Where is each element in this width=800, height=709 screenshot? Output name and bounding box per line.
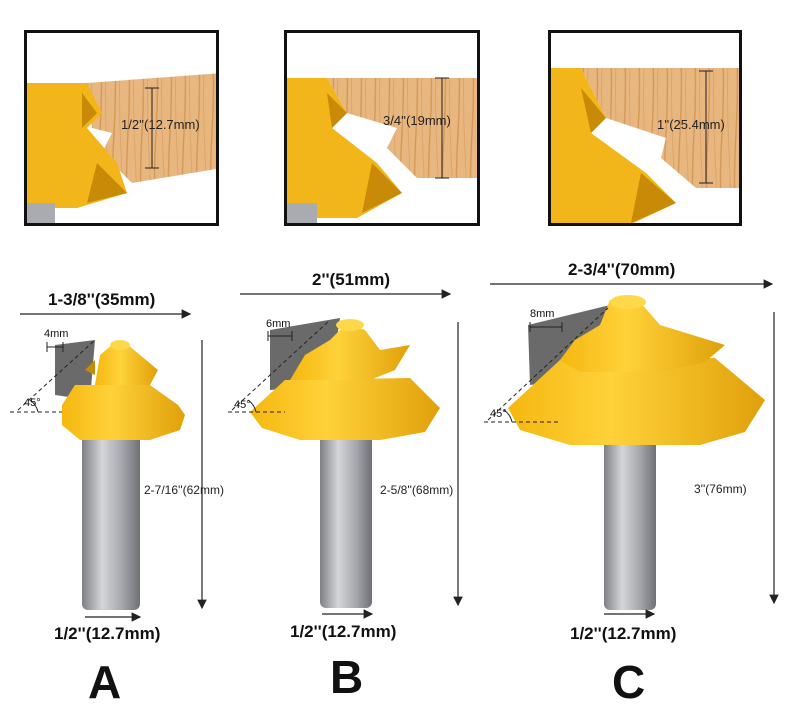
bit-c-letter: C xyxy=(612,656,646,708)
thickness-label-b: 3/4''(19mm) xyxy=(383,113,451,128)
bit-c-offset-label: 8mm xyxy=(530,308,555,320)
bit-b xyxy=(228,289,463,619)
bit-b-length-label: 2-5/8''(68mm) xyxy=(380,483,454,497)
bit-c-width-label: 2-3/4''(70mm) xyxy=(568,260,676,279)
bit-a-angle-label: 45° xyxy=(24,397,41,409)
bit-a xyxy=(10,309,207,622)
bit-c-length-label: 3''(76mm) xyxy=(694,482,747,496)
bit-b-angle-label: 45° xyxy=(234,399,251,411)
thickness-label-c: 1''(25.4mm) xyxy=(657,117,725,132)
joint-panel-b: 3/4''(19mm) xyxy=(284,30,480,226)
bit-b-offset-label: 6mm xyxy=(266,318,291,330)
bit-a-shank-label: 1/2''(12.7mm) xyxy=(54,624,161,643)
joint-illustration-b xyxy=(287,78,477,223)
joint-illustration-c xyxy=(551,68,739,223)
bit-b-width-label: 2''(51mm) xyxy=(312,270,391,289)
joint-panel-c: 1''(25.4mm) xyxy=(548,30,742,226)
bit-b-shank-label: 1/2''(12.7mm) xyxy=(290,622,397,641)
bit-b-letter: B xyxy=(330,651,364,703)
joint-panel-a: 1/2''(12.7mm) xyxy=(24,30,219,226)
bit-a-letter: A xyxy=(88,656,122,708)
bit-c-angle-label: 45° xyxy=(490,408,507,420)
bit-c xyxy=(484,279,779,619)
thickness-label-a: 1/2''(12.7mm) xyxy=(121,117,200,132)
bit-a-offset-label: 4mm xyxy=(44,328,69,340)
bit-a-width-label: 1-3/8''(35mm) xyxy=(48,290,156,309)
bit-c-shank-label: 1/2''(12.7mm) xyxy=(570,624,677,643)
bit-a-length-label: 2-7/16''(62mm) xyxy=(144,483,224,497)
